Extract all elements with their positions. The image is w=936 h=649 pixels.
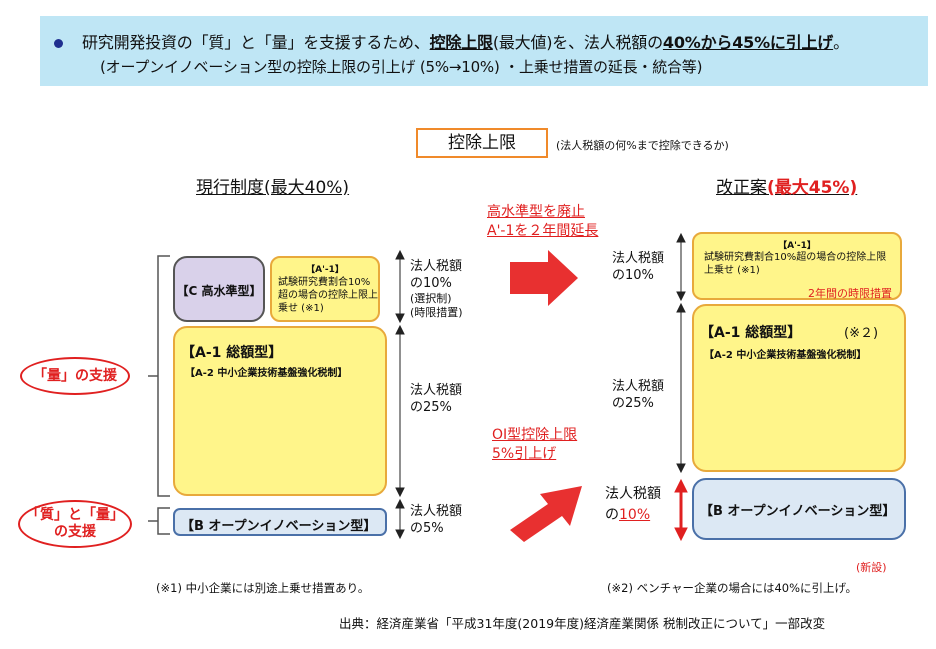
- proposed-heading: 改正案(最大45%): [716, 178, 858, 198]
- proposed-range-arrows: [676, 232, 686, 474]
- summary-banner: 研究開発投資の「質」と「量」を支援するため、控除上限(最大値)を、法人税額の40…: [40, 16, 928, 86]
- new-tag: (新設): [856, 561, 887, 574]
- banner-line-2: (オープンイノベーション型の控除上限の引上げ (5%→10%) ・上乗せ措置の延…: [100, 58, 703, 76]
- arrow-right-icon: [510, 250, 578, 306]
- current-label-bot: 法人税額 の5%: [410, 504, 463, 536]
- current-label-mid: 法人税額 の25%: [410, 383, 463, 415]
- proposed-b-box: 【B オープンイノベーション型】: [692, 478, 906, 540]
- source-citation: 出典：経済産業省「平成31年度(2019年度)経済産業関係 税制改正について」一…: [339, 616, 826, 631]
- title-box: 控除上限: [416, 128, 548, 158]
- footnote-1: (※1) 中小企業には別途上乗せ措置あり。: [156, 581, 370, 595]
- bracket-quantity: [157, 255, 170, 497]
- oval-quality-quantity-support: 「質」と「量」 の支援: [18, 500, 132, 548]
- oval-quantity-support: 「量」の支援: [20, 357, 130, 395]
- bracket-quality: [157, 507, 170, 535]
- annotation-bottom: OI型控除上限 5%引上げ: [492, 427, 578, 462]
- proposed-a1-box: 【A-1 総額型】 (※２) 【A-2 中小企業技術基盤強化税制】: [692, 304, 906, 472]
- footnote-2: (※2) ベンチャー企業の場合には40%に引上げ。: [607, 581, 857, 595]
- arrow-up-right-icon: [510, 486, 582, 542]
- c-high-level-box: 【C 高水準型】: [173, 256, 265, 322]
- current-a-prime-box: 【A'-1】 試験研究費割合10%超の場合の控除上限上乗せ (※1): [270, 256, 380, 322]
- annotation-top: 高水準型を廃止 A'-1を２年間延長: [487, 204, 599, 239]
- current-b-box: 【B オープンイノベーション型】: [173, 508, 387, 536]
- current-range-arrows: [395, 249, 405, 540]
- proposed-red-arrow: [674, 478, 688, 542]
- current-label-top: 法人税額 の10% (選択制) (時限措置): [410, 259, 463, 319]
- current-a1-box: 【A-1 総額型】 【A-2 中小企業技術基盤強化税制】: [173, 326, 387, 496]
- proposed-label-mid: 法人税額 の25%: [612, 379, 665, 411]
- proposed-label-bot: 法人税額 の10%: [605, 486, 661, 523]
- banner-line-1: 研究開発投資の「質」と「量」を支援するため、控除上限(最大値)を、法人税額の40…: [82, 33, 849, 52]
- proposed-a-prime-box: 【A'-1】 試験研究費割合10%超の場合の控除上限上乗せ (※1) 2年間の時…: [692, 232, 902, 300]
- bullet-icon: [54, 39, 63, 48]
- title-note: (法人税額の何%まで控除できるか): [556, 139, 729, 152]
- current-heading: 現行制度(最大40%): [196, 178, 350, 198]
- proposed-label-top: 法人税額 の10%: [612, 251, 665, 283]
